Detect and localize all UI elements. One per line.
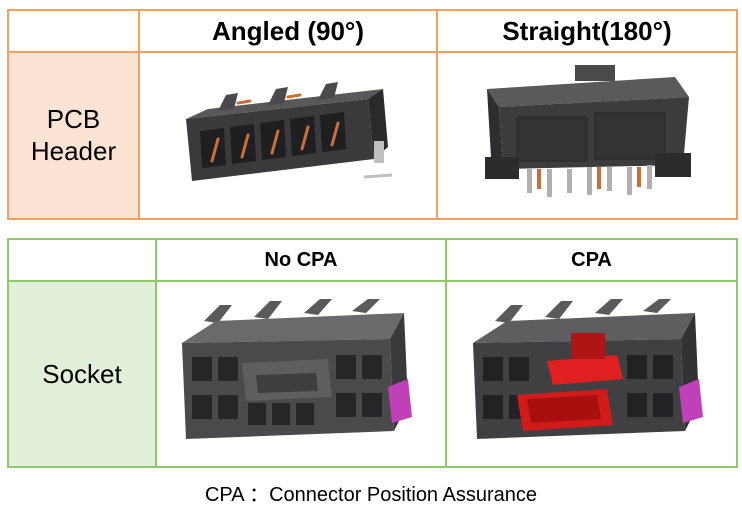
socket-row-label: Socket	[7, 280, 157, 468]
pcb-header-table: Angled (90°) Straight(180°) PCB Header	[7, 9, 738, 220]
pcb-header-row-label: PCB Header	[7, 51, 140, 220]
straight-pcb-header-image	[485, 64, 691, 197]
straight-header-label: Straight(180°)	[436, 9, 738, 53]
pcb-table-corner-cell	[7, 9, 140, 53]
no-cpa-header-label: No CPA	[155, 238, 447, 282]
socket-table-corner-cell	[7, 238, 157, 282]
pcb-header-label-line2: Header	[30, 135, 117, 166]
straight-pcb-header-image-cell	[436, 51, 738, 220]
no-cpa-socket-image	[182, 299, 412, 439]
cpa-socket-image-cell	[445, 280, 738, 468]
angled-pcb-header-image-cell	[138, 51, 438, 220]
cpa-footnote: CPA ：Connector Position Assurance	[204, 484, 538, 506]
no-cpa-socket-image-cell	[155, 280, 447, 468]
cpa-header-label: CPA	[445, 238, 738, 282]
angled-pcb-header-image	[186, 81, 393, 181]
pcb-header-label-line1: PCB	[46, 104, 101, 135]
angled-header-label: Angled (90°)	[138, 9, 438, 53]
socket-table: No CPA CPA Socket	[7, 238, 738, 468]
cpa-socket-image	[472, 299, 703, 439]
